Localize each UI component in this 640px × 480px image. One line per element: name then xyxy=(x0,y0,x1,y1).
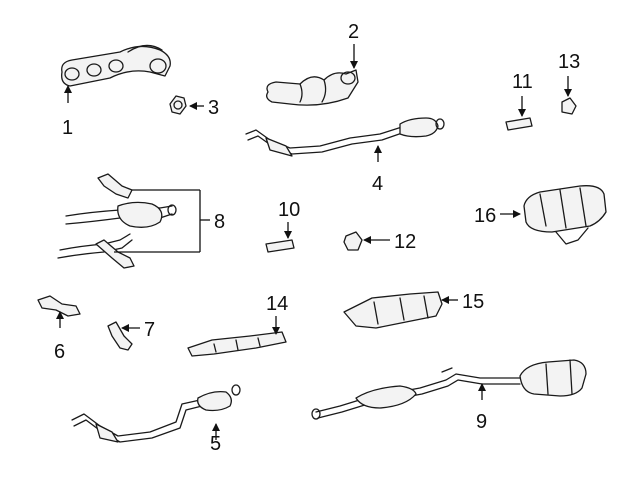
callout-1: 1 xyxy=(62,85,73,139)
callout-5: 5 xyxy=(210,423,221,455)
callout-11: 11 xyxy=(512,71,533,117)
callout-9: 9 xyxy=(476,383,487,433)
callout-7: 7 xyxy=(121,319,155,341)
callout-label-6: 6 xyxy=(54,341,65,363)
part-16-heat-shield[interactable] xyxy=(523,185,607,245)
callout-16: 16 xyxy=(474,205,521,227)
part-12-insulator[interactable] xyxy=(343,231,363,251)
callout-12: 12 xyxy=(363,231,416,253)
part-4-front-pipe-converter[interactable] xyxy=(245,117,445,157)
callout-13: 13 xyxy=(558,51,580,97)
callout-label-7: 7 xyxy=(144,319,155,341)
callout-label-4: 4 xyxy=(372,173,383,195)
part-15-heat-shield[interactable] xyxy=(343,291,443,329)
part-5-front-pipe-converter[interactable] xyxy=(71,384,241,443)
part-13-insulator[interactable] xyxy=(561,97,577,115)
part-9-rear-muffler-assembly[interactable] xyxy=(311,359,587,420)
callout-label-13: 13 xyxy=(558,51,580,73)
callout-4: 4 xyxy=(372,145,383,195)
callout-label-14: 14 xyxy=(266,293,288,315)
callout-2: 2 xyxy=(348,21,359,69)
part-8-bracket-assembly[interactable] xyxy=(57,173,201,269)
callout-label-12: 12 xyxy=(394,231,416,253)
part-11-hanger[interactable] xyxy=(505,117,533,131)
callout-label-15: 15 xyxy=(462,291,484,313)
callout-14: 14 xyxy=(266,293,288,335)
callout-8: 8 xyxy=(200,211,225,233)
callout-label-8: 8 xyxy=(214,211,225,233)
callout-label-10: 10 xyxy=(278,199,300,221)
part-14-heat-shield[interactable] xyxy=(187,331,287,357)
callout-3: 3 xyxy=(189,97,219,119)
callout-6: 6 xyxy=(54,311,65,363)
callout-label-1: 1 xyxy=(62,117,73,139)
part-7-bracket[interactable] xyxy=(107,321,133,351)
part-1-left-exhaust-manifold[interactable] xyxy=(61,44,171,87)
callout-label-16: 16 xyxy=(474,205,496,227)
part-6-bracket[interactable] xyxy=(37,295,81,317)
callout-label-2: 2 xyxy=(348,21,359,43)
callout-label-3: 3 xyxy=(208,97,219,119)
callout-10: 10 xyxy=(278,199,300,239)
callout-label-5: 5 xyxy=(210,433,221,455)
part-2-right-exhaust-manifold[interactable] xyxy=(266,69,359,106)
callout-label-9: 9 xyxy=(476,411,487,433)
part-10-hanger[interactable] xyxy=(265,239,295,253)
callout-label-11: 11 xyxy=(512,71,533,93)
part-3-gasket[interactable] xyxy=(169,95,187,115)
callout-15: 15 xyxy=(441,291,484,313)
